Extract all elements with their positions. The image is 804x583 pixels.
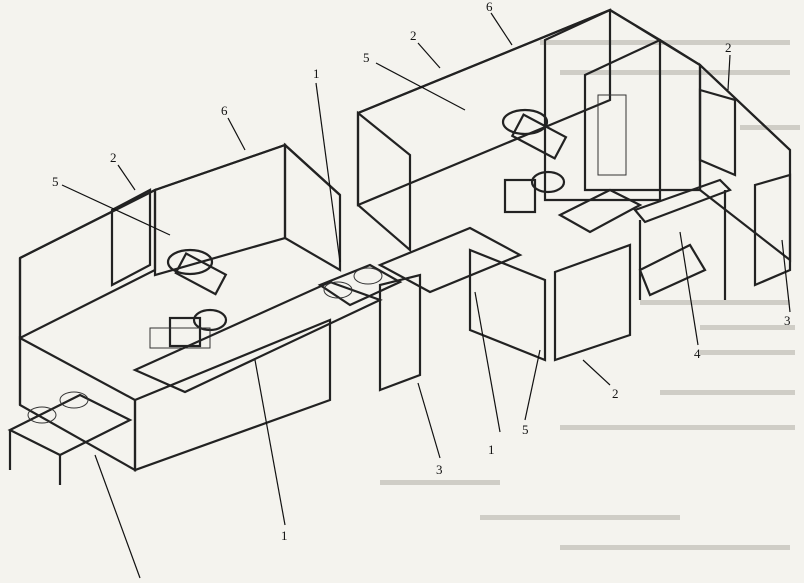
right-control-cabinet	[753, 173, 792, 287]
outfeed-conveyor	[7, 393, 133, 457]
right-cell	[356, 8, 792, 362]
callout-5-bottom: 5	[522, 422, 529, 437]
connecting-conveyor	[377, 226, 523, 294]
right-cell-left-fence	[356, 110, 412, 253]
enclosure-tower	[543, 8, 662, 202]
callout-5-left: 5	[52, 174, 59, 189]
callout-1-center: 1	[488, 442, 495, 457]
right-cell-access-door	[698, 88, 737, 177]
left-loading-station	[317, 263, 403, 307]
callout-labels: 1 1 1 2 2 2 2 3 3 4 5 5 5 6 6	[52, 0, 791, 543]
callout-2-bottom: 2	[612, 386, 619, 401]
left-cell-right-fence	[133, 318, 332, 472]
right-cell-front-fence	[468, 248, 547, 362]
left-robot	[149, 248, 228, 349]
callout-2-right: 2	[725, 40, 732, 55]
right-robot	[501, 108, 568, 214]
left-cell	[7, 142, 422, 485]
left-cell-rear-fence	[153, 143, 287, 277]
left-cell-front-fence	[18, 336, 137, 472]
callout-6-left: 6	[221, 103, 228, 118]
left-control-cabinet	[378, 273, 422, 392]
right-cell-rear-fence	[356, 8, 612, 207]
gantry-roller-table	[638, 243, 707, 297]
callout-3-left: 3	[436, 462, 443, 477]
callout-1-bottom: 1	[281, 528, 288, 543]
background-text-lines	[380, 40, 800, 550]
callout-6-top: 6	[486, 0, 493, 14]
callout-1-top: 1	[313, 66, 320, 81]
gantry-beam	[633, 178, 732, 224]
left-cell-access-door	[110, 188, 152, 287]
callout-4: 4	[694, 346, 701, 361]
enclosure-tower-front	[583, 38, 702, 192]
left-cell-side-fence	[283, 142, 342, 272]
callout-5-top: 5	[363, 50, 370, 65]
callout-2-top: 2	[410, 28, 417, 43]
leader-lines	[61, 12, 791, 579]
transfer-station	[557, 188, 643, 234]
left-cell-back-fence	[18, 188, 157, 340]
left-cell-top-rail	[19, 143, 341, 259]
callout-3-right: 3	[784, 313, 791, 328]
right-cell-door	[553, 243, 632, 362]
callout-2-left: 2	[110, 150, 117, 165]
